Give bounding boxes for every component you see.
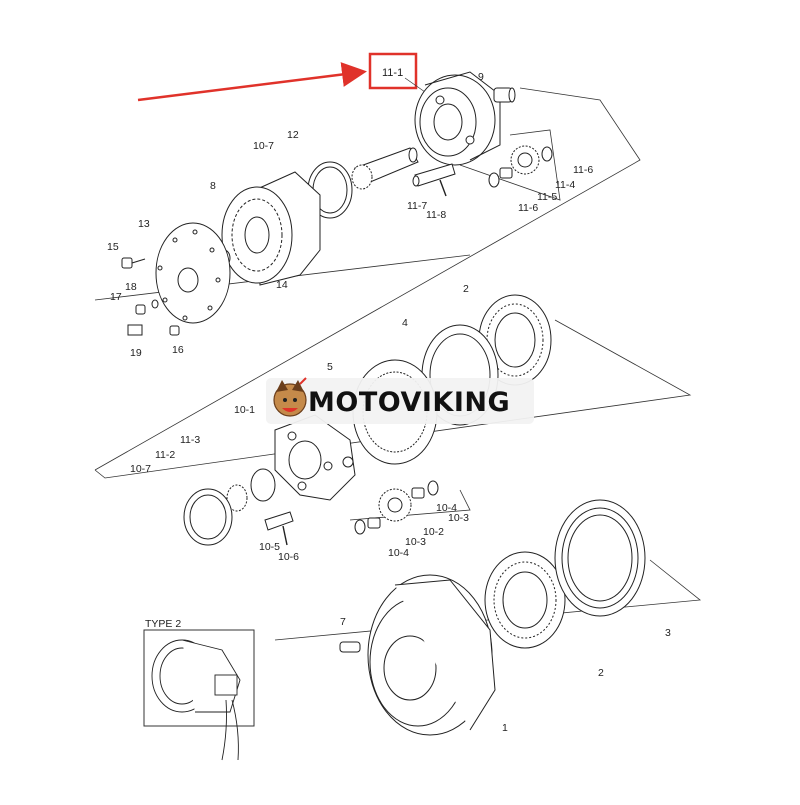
plug-17 <box>135 304 146 315</box>
motor-housing-8 <box>221 171 321 286</box>
spring-pin-11-8 <box>439 179 447 197</box>
label-15: 15 <box>107 241 119 253</box>
viking-logo-icon <box>273 377 307 417</box>
label-17: 17 <box>110 291 122 303</box>
drive-shaft-12 <box>351 147 419 190</box>
pin-10-5 <box>264 511 294 531</box>
label-11-2: 11-2 <box>155 449 175 461</box>
label-10-7-bottom: 10-7 <box>130 463 151 475</box>
name-plate-19 <box>127 324 143 336</box>
label-10-3-a: 10-3 <box>448 512 469 524</box>
bearing-2-bottom <box>484 551 566 649</box>
label-10-5: 10-5 <box>259 541 280 553</box>
label-11-6-a: 11-6 <box>573 164 593 176</box>
washer-10-4 <box>354 480 439 535</box>
label-11-8: 11-8 <box>426 209 446 221</box>
label-10-4-a: 10-4 <box>436 502 457 514</box>
label-2-bottom: 2 <box>598 667 604 679</box>
label-13: 13 <box>138 218 150 230</box>
pin-7 <box>339 641 361 653</box>
needle-bearing-10-3 <box>367 487 425 529</box>
thrust-ring-11-3 <box>250 468 276 502</box>
sun-gear-11-2 <box>226 484 248 512</box>
needle-bearing-11-5 <box>499 167 513 179</box>
washer-11-6-top <box>541 146 553 162</box>
thrust-ring-10-7-bottom <box>183 488 233 546</box>
label-11-3: 11-3 <box>180 434 200 446</box>
planet-gear-10-2 <box>378 488 412 522</box>
inset-label: TYPE 2 <box>145 618 181 630</box>
type-2-inset: TYPE 2 <box>143 618 255 761</box>
label-1: 1 <box>502 722 508 734</box>
housing-1 <box>367 574 496 736</box>
label-10-4-b: 10-4 <box>388 547 409 559</box>
label-2-top: 2 <box>463 283 469 295</box>
planet-gear-11-4 <box>510 145 540 175</box>
label-18: 18 <box>125 281 137 293</box>
label-19: 19 <box>130 347 142 359</box>
label-10-2: 10-2 <box>423 526 444 538</box>
label-7: 7 <box>340 616 346 628</box>
callout-highlight-box <box>368 52 418 90</box>
label-10-1: 10-1 <box>234 404 255 416</box>
label-11-5: 11-5 <box>537 191 557 203</box>
washer-11-6-bottom <box>488 172 500 188</box>
label-10-6: 10-6 <box>278 551 299 563</box>
label-3: 3 <box>665 627 671 639</box>
planet-carrier-11-1 <box>414 71 501 166</box>
brand-name: MOTOVIKING <box>308 387 510 418</box>
label-8: 8 <box>210 180 216 192</box>
plug-16 <box>169 325 180 336</box>
highlight-part-label: 11-1 <box>382 67 403 79</box>
label-5: 5 <box>327 361 333 373</box>
label-16: 16 <box>172 344 184 356</box>
label-10-3-b: 10-3 <box>405 536 426 548</box>
spring-pin-10-6 <box>282 525 288 546</box>
label-11-7: 11-7 <box>407 200 427 212</box>
label-11-6-b: 11-6 <box>518 202 538 214</box>
label-14: 14 <box>276 279 288 291</box>
label-11-4: 11-4 <box>555 179 575 191</box>
planet-carrier-10-1 <box>274 414 356 501</box>
pin-9 <box>493 87 516 103</box>
callout-arrow <box>137 62 367 102</box>
seal-ring-3 <box>554 499 646 617</box>
bolt-15 <box>121 257 146 269</box>
label-4: 4 <box>402 317 408 329</box>
cover-plate-13 <box>155 222 231 324</box>
pin-11-7 <box>412 163 456 187</box>
brand-watermark: MOTOVIKING <box>266 377 534 424</box>
label-9: 9 <box>478 71 484 83</box>
label-12: 12 <box>287 129 299 141</box>
label-10-7-top: 10-7 <box>253 140 274 152</box>
o-ring-18 <box>151 299 159 309</box>
